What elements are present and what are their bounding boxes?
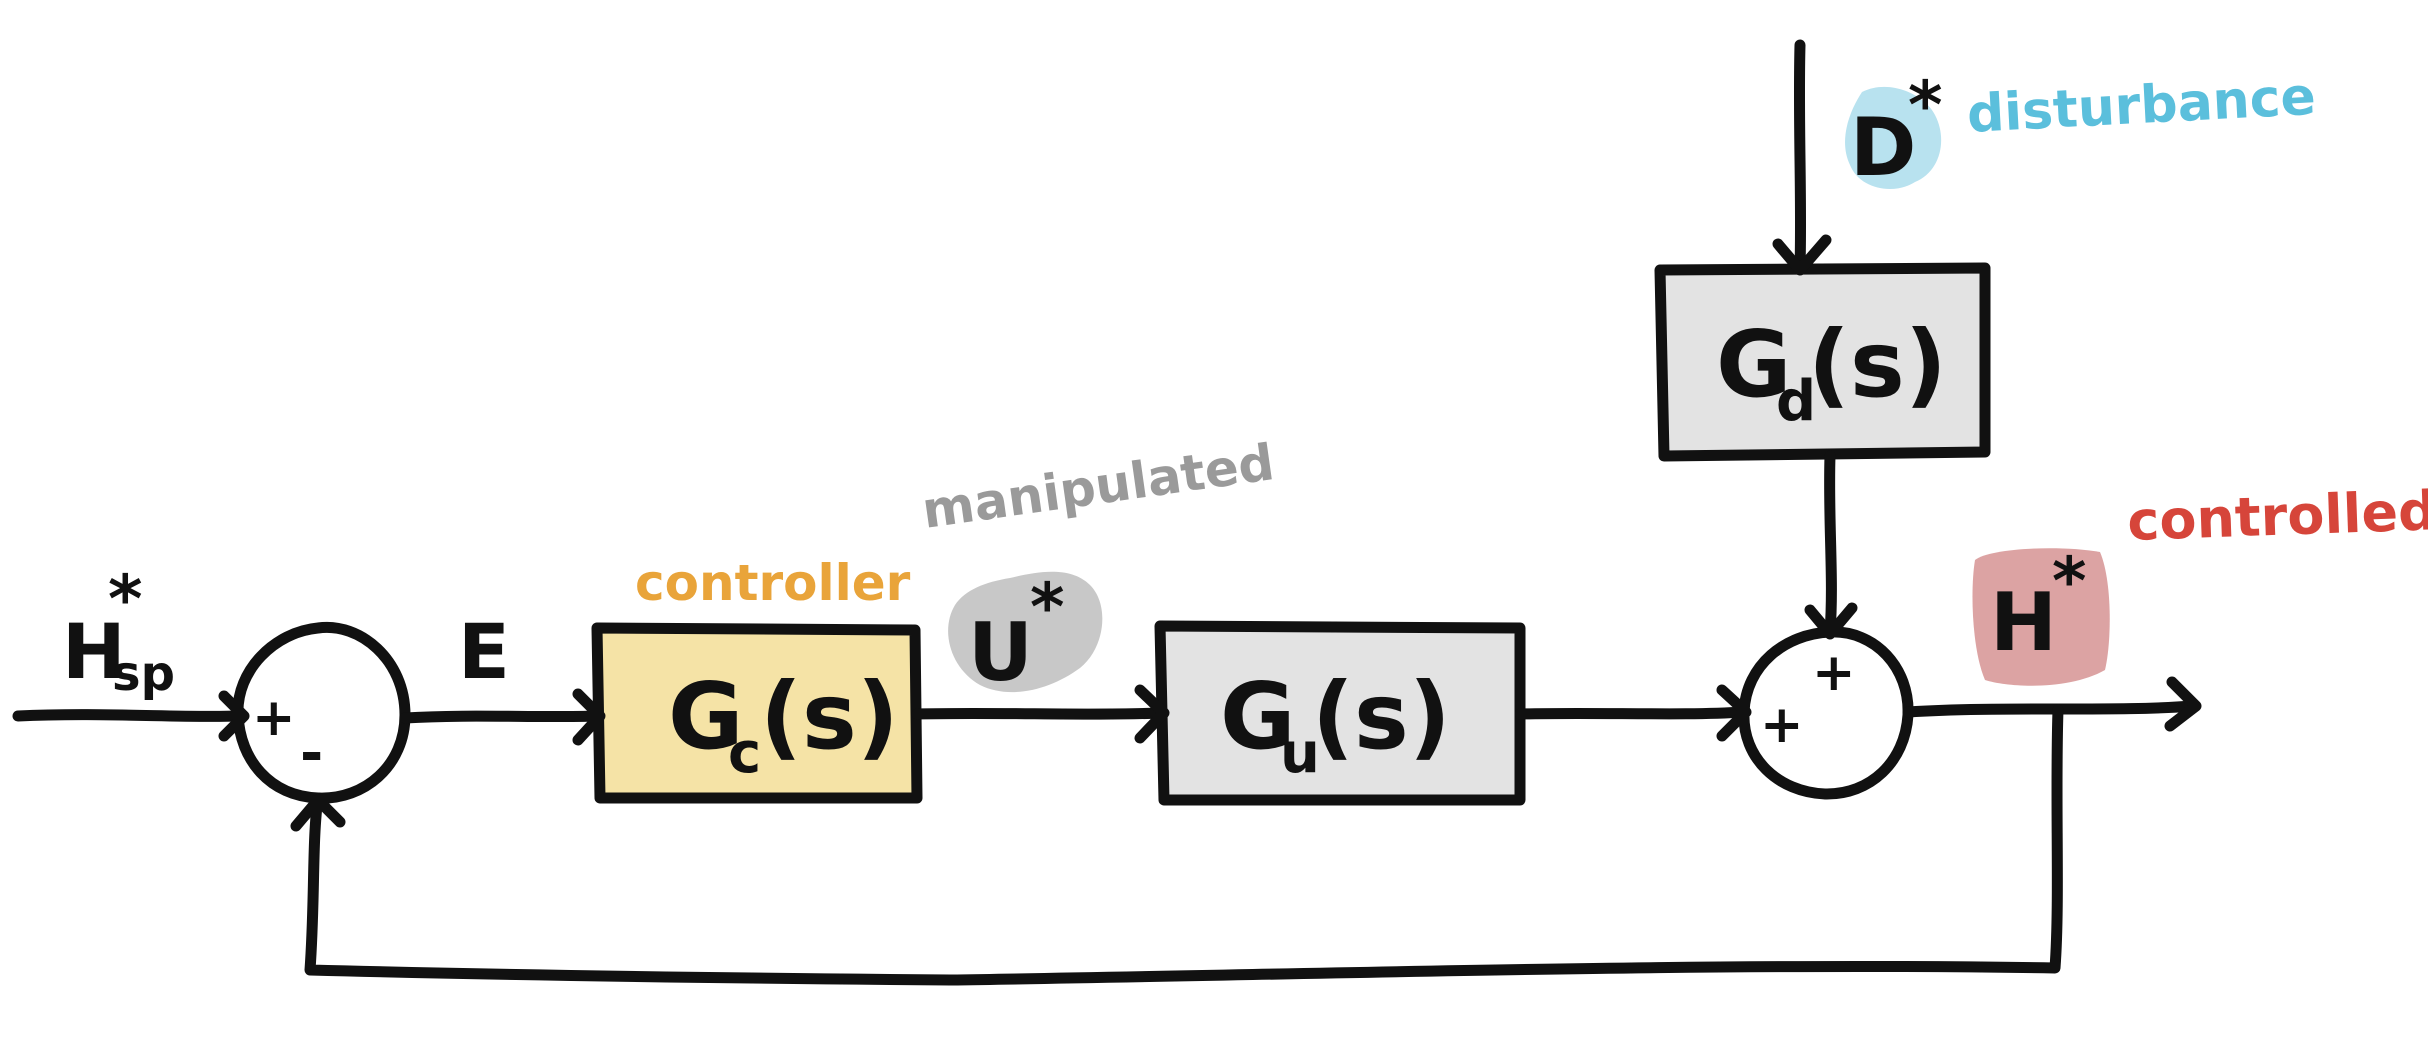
controlled-blob (1972, 548, 2110, 686)
h-output-star: * (2052, 543, 2087, 620)
plant-output-arrowhead (1716, 684, 1752, 742)
summer-1-plus: + (252, 688, 296, 748)
disturbance-block-g: G (1716, 311, 1792, 418)
disturbance-block: G d (s) (1654, 262, 1991, 462)
feedback-line (304, 704, 2064, 986)
disturbance-word: disturbance (1966, 67, 2318, 145)
output-line (1902, 700, 2198, 718)
plant-block-g: G (1220, 663, 1296, 770)
plant-block-arg: (s) (1312, 663, 1451, 770)
error-line (399, 710, 603, 724)
controller-block-g: G (668, 663, 744, 770)
summing-junction-2: + + (1738, 626, 1914, 800)
u-line (911, 707, 1166, 720)
signal-lines (12, 39, 2202, 986)
output-arrowhead (2164, 676, 2202, 732)
summer-2-plus-top: + (1812, 643, 1856, 703)
u-label: U (968, 606, 1033, 699)
disturbance-input-arrowhead (1772, 234, 1832, 276)
controller-block-sub: c (728, 721, 761, 786)
disturbance-block-sub: d (1776, 369, 1816, 434)
controller-block-box (591, 622, 923, 804)
setpoint-subscript: sp (112, 646, 175, 702)
controller-word: controller (635, 554, 911, 612)
u-arrowhead (1134, 684, 1170, 744)
error-label: E (458, 607, 510, 696)
disturbance-block-box (1654, 262, 1991, 462)
manipulated-word: manipulated (919, 433, 1278, 540)
plant-block-sub: u (1280, 721, 1320, 786)
d-star: * (1908, 67, 1943, 144)
plant-block: G u (s) (1154, 620, 1526, 806)
disturbance-input-line (1793, 39, 1807, 274)
manipulated-blob (948, 571, 1103, 693)
plant-output-line (1514, 706, 1750, 720)
controlled-word: controlled (2126, 479, 2428, 553)
disturbance-output-line (1824, 450, 1837, 638)
disturbance-block-arg: (s) (1808, 311, 1947, 418)
summer-1-minus: - (300, 721, 323, 786)
setpoint-label: H (62, 607, 126, 696)
controller-block-arg: (s) (760, 663, 899, 770)
d-label: D (1850, 101, 1916, 194)
setpoint-star: * (108, 561, 143, 638)
highlight-blobs (948, 86, 2110, 693)
u-star: * (1030, 569, 1065, 646)
h-output-label: H (1990, 576, 2057, 669)
summer-2-plus-left: + (1760, 695, 1804, 755)
summer-2-circle (1738, 626, 1914, 800)
error-arrowhead (572, 688, 606, 746)
disturbance-output-arrowhead (1804, 602, 1858, 640)
feedback-arrowhead (290, 794, 346, 832)
controller-block: G c (s) (591, 622, 923, 804)
plant-block-box (1154, 620, 1526, 806)
summing-junction-1: + - (232, 621, 411, 804)
disturbance-blob (1845, 86, 1942, 189)
signal-labels: H sp * E controller manipulated U * D * … (62, 67, 2428, 702)
setpoint-line (12, 709, 244, 722)
setpoint-arrowhead (218, 690, 250, 742)
